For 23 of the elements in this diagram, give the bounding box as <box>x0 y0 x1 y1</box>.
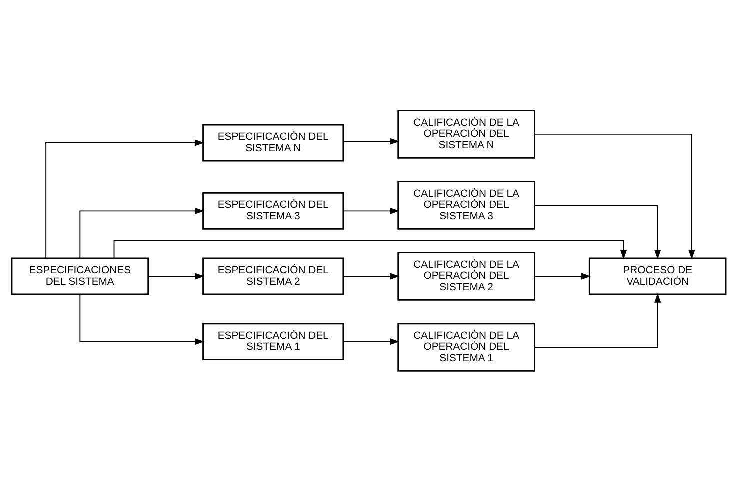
arrow <box>534 134 696 260</box>
arrow <box>343 273 400 280</box>
arrow <box>80 294 204 346</box>
node-box: ESPECIFICACIONES DEL SISTEMA <box>11 258 150 296</box>
arrow <box>46 140 204 259</box>
arrow <box>534 293 662 348</box>
node-box: CALIFICACIÓN DE LA OPERACIÓN DEL SISTEMA N <box>398 110 536 159</box>
node-box: CALIFICACIÓN DE LA OPERACIÓN DEL SISTEMA 1 <box>398 323 536 372</box>
arrow <box>534 273 592 280</box>
node-box: ESPECIFICACIÓN DEL SISTEMA 1 <box>202 323 344 361</box>
node-box: CALIFICACIÓN DE LA OPERACIÓN DEL SISTEMA 2 <box>398 252 536 301</box>
arrow <box>343 138 400 145</box>
arrow <box>80 208 204 259</box>
arrow <box>343 338 400 346</box>
node-box: CALIFICACIÓN DE LA OPERACIÓN DEL SISTEMA 3 <box>398 181 536 230</box>
arrow <box>534 205 662 260</box>
node-box: PROCESO DE VALIDACIÓN <box>588 258 727 296</box>
arrow <box>114 240 628 260</box>
node-box: ESPECIFICACIÓN DEL SISTEMA 3 <box>202 192 344 230</box>
node-box: ESPECIFICACIÓN DEL SISTEMA N <box>202 124 344 162</box>
arrow <box>343 208 400 214</box>
node-box: ESPECIFICACIÓN DEL SISTEMA 2 <box>202 258 344 296</box>
arrow <box>148 273 205 280</box>
